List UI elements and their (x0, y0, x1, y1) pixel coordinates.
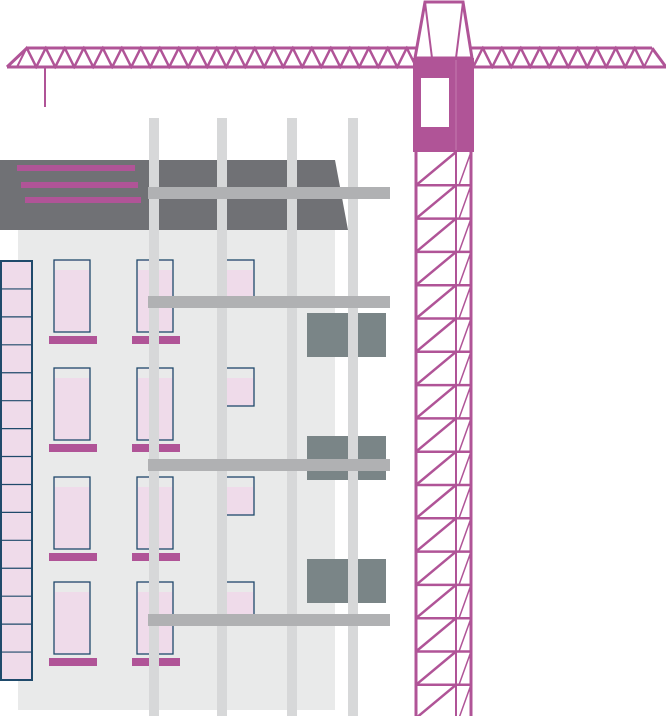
mast-diagonal (415, 384, 457, 420)
mast-diagonal (415, 484, 457, 520)
mast-diagonal (415, 417, 457, 453)
window (53, 476, 91, 550)
mast-diagonal (415, 517, 457, 553)
mast-diagonal (458, 617, 472, 652)
cab-window (421, 78, 449, 127)
window (53, 259, 91, 333)
roof-stripe (17, 165, 135, 171)
window-sill (49, 553, 97, 561)
mast-diagonal (415, 284, 457, 320)
scaffolding (148, 118, 390, 716)
mast-diagonal (415, 317, 457, 353)
mast-diagonal (416, 683, 457, 716)
mast-diagonal (415, 250, 457, 287)
scaffold-pole (348, 118, 358, 716)
mast-diagonal (415, 583, 457, 620)
mast-diagonal (415, 217, 457, 253)
scaffold-board (148, 296, 390, 308)
jib-end (650, 47, 666, 68)
window-top-pane (219, 583, 253, 592)
mast-diagonal (458, 651, 472, 686)
window-top-pane (219, 261, 253, 270)
window-top-pane (55, 369, 89, 378)
roof-stripe (21, 182, 138, 188)
crane-top-strut (424, 1, 433, 59)
window-top-pane (219, 478, 253, 487)
scaffold-board (148, 614, 390, 626)
mast-diagonal (458, 418, 472, 452)
mast-diagonal (458, 151, 472, 186)
window-top-pane (55, 583, 89, 592)
window-sill (49, 658, 97, 666)
scaffold-pole (149, 118, 159, 716)
window (53, 367, 91, 441)
window (53, 581, 91, 655)
mast-diagonal (458, 684, 472, 716)
mast-diagonal (415, 650, 457, 686)
mast-diagonal (415, 184, 457, 220)
mast-diagonal (458, 284, 472, 319)
mast-diagonal (415, 450, 457, 486)
material-block (307, 436, 386, 480)
mast-diagonal (458, 185, 472, 219)
mast-diagonal (458, 218, 472, 253)
mast-diagonal (415, 350, 457, 387)
scaffold-pole (217, 118, 227, 716)
mast-diagonal (458, 451, 472, 486)
window-sill (49, 336, 97, 344)
roof-stripe (25, 197, 141, 203)
tower-crane (5, 0, 666, 716)
mast-diagonal (415, 617, 457, 653)
jib-end (5, 46, 29, 69)
mast-diagonal (415, 151, 457, 187)
scaffold-board (148, 187, 390, 199)
mast-diagonal (415, 550, 457, 586)
mast-diagonal (458, 384, 472, 419)
jib-lattice (16, 45, 655, 70)
mast-diagonal (458, 584, 472, 619)
crane-top-strut (455, 1, 464, 59)
mast-diagonal (458, 551, 472, 586)
crane-top-frame (413, 0, 474, 60)
scaffold-board (148, 459, 390, 471)
mast-diagonal (458, 251, 472, 286)
window-top-pane (55, 478, 89, 487)
window-sill (49, 444, 97, 452)
material-block (307, 559, 386, 603)
mast-diagonal (458, 318, 472, 353)
mast-diagonal (458, 484, 472, 519)
mast-diagonal (458, 518, 472, 552)
ladder (0, 260, 33, 681)
window-top-pane (219, 369, 253, 378)
mast-diagonal (458, 351, 472, 386)
scaffold-pole (287, 118, 297, 716)
material-block (307, 313, 386, 357)
window-top-pane (55, 261, 89, 270)
